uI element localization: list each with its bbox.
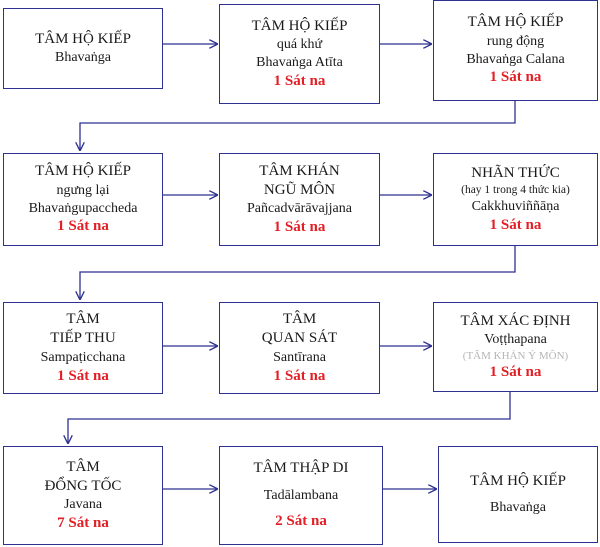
box-pali: Cakkhuviññāṇa bbox=[471, 198, 560, 214]
box-pali: Bhavaṅga Atīta bbox=[256, 55, 343, 70]
box-santirana: TÂM QUAN SÁT Santīrana 1 Sát na bbox=[219, 302, 380, 394]
box-title: TÂM HỘ KIẾP bbox=[35, 30, 131, 47]
box-duration: 1 Sát na bbox=[273, 72, 326, 89]
box-duration: 2 Sát na bbox=[275, 513, 327, 530]
box-pali: Bhavaṅga bbox=[55, 50, 111, 66]
box-pancadvaravajjana: TÂM KHÁN NGŨ MÔN Pañcadvārāvajjana 1 Sát… bbox=[219, 153, 380, 246]
box-duration: 1 Sát na bbox=[489, 216, 542, 233]
box-title: TÂM bbox=[66, 311, 100, 328]
box-title: NHÃN THỨC bbox=[471, 165, 560, 181]
box-pali: Javana bbox=[63, 497, 103, 513]
box-pali: Bhavaṅgupaccheda bbox=[28, 200, 138, 216]
box-pali: Santīrana bbox=[273, 349, 326, 365]
box-title: TÂM bbox=[66, 458, 100, 475]
box-duration: 1 Sát na bbox=[489, 69, 542, 86]
box-pali: Voṭṭhapana bbox=[484, 332, 547, 347]
box-title: TÂM HỘ KIẾP bbox=[35, 163, 131, 180]
box-votthapana: TÂM XÁC ĐỊNH Voṭṭhapana (TÂM KHÁN Ý MÔN)… bbox=[433, 302, 598, 392]
box-sampaticchana: TÂM TIẾP THU Sampaṭicchana 1 Sát na bbox=[3, 302, 163, 394]
box-subtitle: QUAN SÁT bbox=[261, 330, 338, 347]
box-subtitle: ĐỔNG TỐC bbox=[44, 477, 122, 494]
box-bhavanga-calana: TÂM HỘ KIẾP rung động Bhavaṅga Calana 1 … bbox=[433, 0, 598, 101]
box-title: TÂM THẬP DI bbox=[253, 460, 349, 477]
box-bhavanga-start: TÂM HỘ KIẾP Bhavaṅga bbox=[3, 8, 163, 89]
box-title: TÂM XÁC ĐỊNH bbox=[460, 312, 571, 329]
box-duration: 1 Sát na bbox=[489, 363, 542, 380]
box-pali: Pañcadvārāvajjana bbox=[247, 201, 352, 217]
box-pali: Tadālambana bbox=[263, 487, 339, 503]
box-bhavangupaccheda: TÂM HỘ KIẾP ngưng lại Bhavaṅgupaccheda 1… bbox=[3, 153, 163, 246]
box-title: TÂM bbox=[282, 311, 317, 328]
box-bhavanga-end: TÂM HỘ KIẾP Bhavaṅga bbox=[438, 446, 598, 543]
arrow-3-4 bbox=[80, 101, 516, 150]
box-title: TÂM HỘ KIẾP bbox=[467, 14, 564, 31]
box-duration: 1 Sát na bbox=[57, 218, 109, 235]
box-title: TÂM HỘ KIẾP bbox=[251, 17, 348, 34]
box-subtitle: ngưng lại bbox=[56, 182, 110, 198]
box-title: TÂM KHÁN bbox=[259, 162, 340, 179]
arrow-9-10 bbox=[68, 392, 511, 443]
box-tadalambana: TÂM THẬP DI Tadālambana 2 Sát na bbox=[219, 446, 383, 545]
arrow-6-7 bbox=[80, 245, 516, 299]
box-duration: 1 Sát na bbox=[273, 367, 326, 384]
box-duration: 1 Sát na bbox=[273, 219, 326, 236]
box-bhavanga-atita: TÂM HỘ KIẾP quá khứ Bhavaṅga Atīta 1 Sát… bbox=[219, 4, 380, 104]
box-note: (hay 1 trong 4 thức kia) bbox=[461, 184, 570, 197]
box-duration: 1 Sát na bbox=[57, 367, 109, 384]
box-subtitle: NGŨ MÔN bbox=[263, 181, 336, 198]
box-duration: 7 Sát na bbox=[57, 515, 109, 532]
box-note: (TÂM KHÁN Ý MÔN) bbox=[462, 349, 569, 362]
box-subtitle: quá khứ bbox=[276, 37, 323, 53]
box-cakkhuvinnana: NHÃN THỨC (hay 1 trong 4 thức kia) Cakkh… bbox=[433, 153, 598, 246]
box-pali: Sampaṭicchana bbox=[40, 349, 126, 365]
box-subtitle: rung động bbox=[486, 33, 545, 49]
box-javana: TÂM ĐỔNG TỐC Javana 7 Sát na bbox=[3, 446, 163, 545]
box-pali: Bhavaṅga bbox=[490, 500, 546, 516]
box-subtitle: TIẾP THU bbox=[50, 330, 116, 347]
box-title: TÂM HỘ KIẾP bbox=[470, 472, 566, 489]
box-pali: Bhavaṅga Calana bbox=[466, 51, 565, 67]
